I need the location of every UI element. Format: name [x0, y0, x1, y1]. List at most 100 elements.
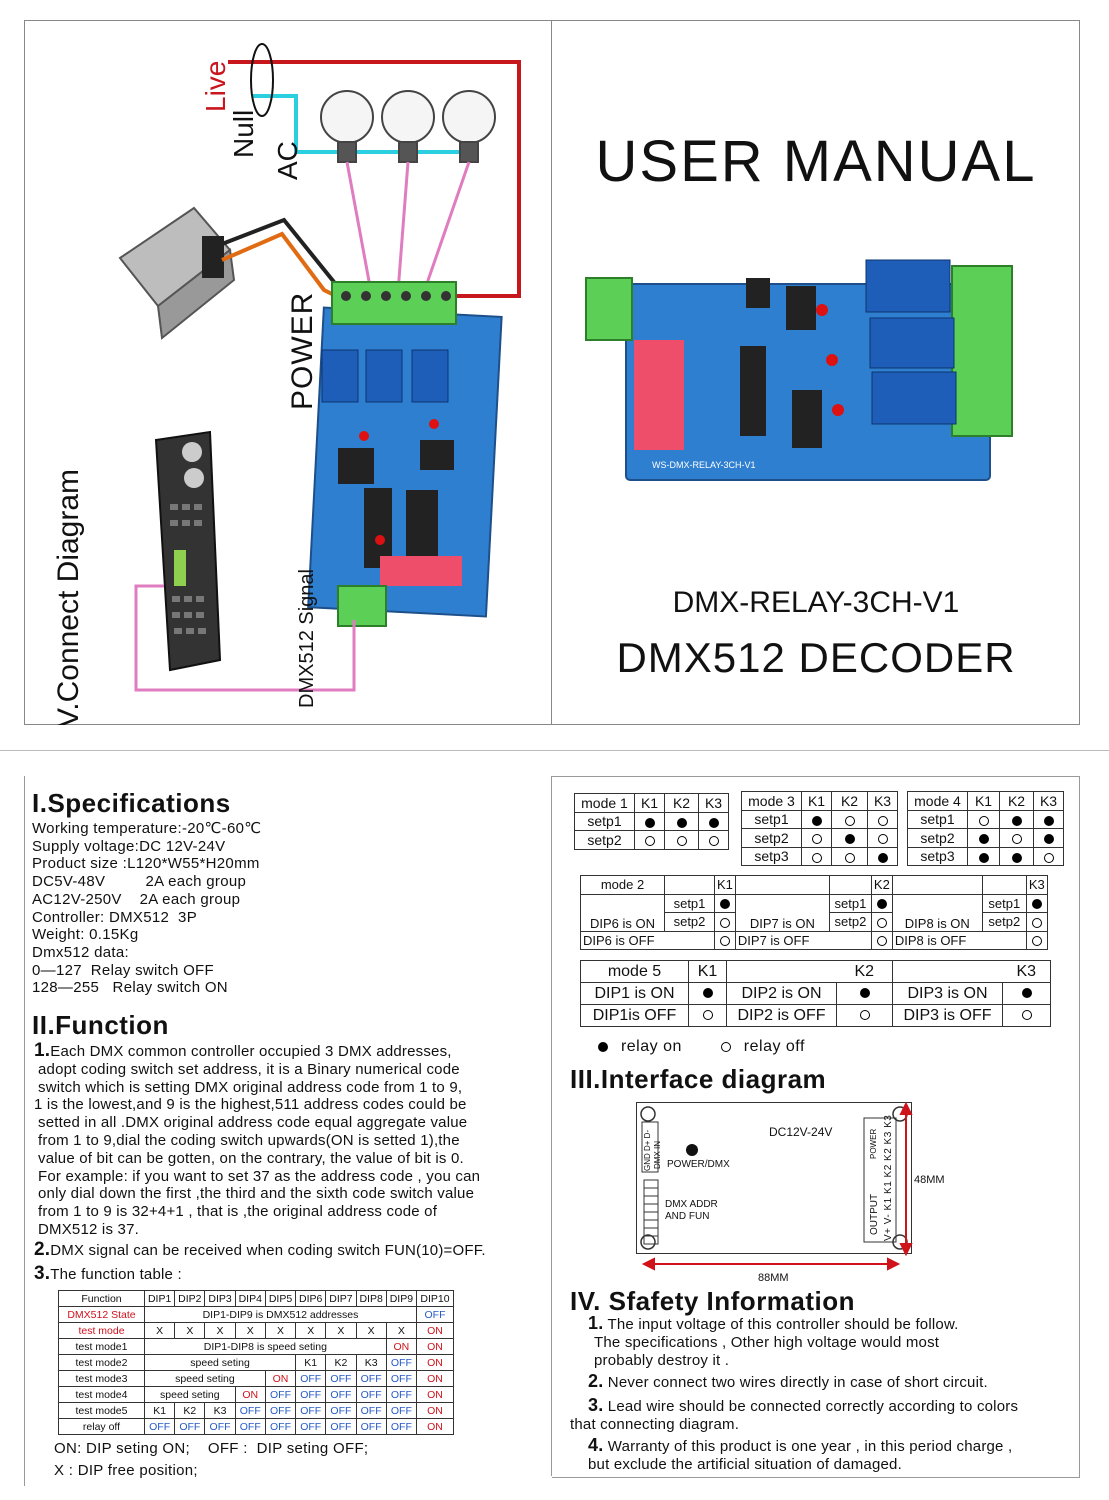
- relay-on-icon: [1031, 899, 1042, 910]
- spec-line: Supply voltage:DC 12V-24V: [32, 837, 226, 855]
- relay-on-icon: [719, 899, 730, 910]
- spec-line: DC5V-48V 2A each group: [32, 873, 247, 891]
- relay-off-icon: [708, 836, 719, 847]
- relay-off-icon: [844, 815, 855, 826]
- relay-off-icon: [978, 815, 989, 826]
- board-silk: WS-DMX-RELAY-3CH-V1: [652, 460, 756, 470]
- relay-off-icon: [719, 917, 730, 928]
- relay-off-icon: [1043, 852, 1054, 863]
- legend-note: ON: DIP seting ON; OFF : DIP seting OFF;: [54, 1440, 369, 1457]
- model-name: DMX-RELAY-3CH-V1: [672, 586, 960, 619]
- top-panel: [24, 20, 1080, 725]
- relay-off-icon: [702, 1010, 713, 1021]
- wiring-illustration: [118, 43, 521, 692]
- cover-panel: USER MANUAL WS-DMX-RELAY-3CH-V1 DMX-RELA…: [552, 20, 1080, 725]
- relay-on-icon: [876, 899, 887, 910]
- specs-function-panel: I.Specifications Working temperature:-20…: [24, 776, 551, 1492]
- ac-label: AC: [272, 141, 303, 180]
- power-supply-icon: [118, 206, 236, 340]
- relay-off-icon: [811, 834, 822, 845]
- dmx-addr-label: DMX ADDR: [665, 1199, 718, 1210]
- safety-item-1: 1. The input voltage of this controller …: [588, 1313, 959, 1369]
- relay-off-icon: [859, 1010, 870, 1021]
- relay-off-icon: [676, 836, 687, 847]
- live-wire: [228, 60, 521, 298]
- product-photo: WS-DMX-RELAY-3CH-V1: [585, 259, 1013, 481]
- relay-off-icon: [720, 1041, 731, 1052]
- function-para-3: 3.The function table :: [34, 1263, 182, 1284]
- function-heading: II.Function: [32, 1010, 169, 1040]
- relay-on-icon: [844, 834, 855, 845]
- dmx-signal-wire: [134, 584, 356, 692]
- terminal-block: [331, 281, 457, 325]
- output-pins-label: V+ V- K1 K1 K2 K2 K3 K3: [883, 1114, 894, 1241]
- relay-off-icon: [877, 815, 888, 826]
- safety-item-2: 2. Never connect two wires directly in c…: [588, 1371, 988, 1391]
- dmx-signal-label: DMX512 Signal: [296, 569, 318, 708]
- supply-voltage-label: DC12V-24V: [769, 1125, 833, 1139]
- relay-off-icon: [844, 852, 855, 863]
- width-dimension: 88MM: [758, 1272, 789, 1284]
- null-wire: [252, 94, 474, 154]
- spec-line: Weight: 0.15Kg: [32, 926, 139, 944]
- relay-on-icon: [644, 817, 655, 828]
- dc-wire-1: [221, 217, 346, 294]
- gnd-pins-label: GND D+ D-: [643, 1129, 652, 1171]
- safety-heading: IV. Sfafety Information: [570, 1286, 856, 1316]
- relay-on-icon: [1011, 815, 1022, 826]
- page-separator: [0, 750, 1109, 751]
- power-label: POWER: [286, 291, 319, 410]
- spec-line: Product size :L120*W55*H20mm: [32, 855, 260, 873]
- power-port-label: POWER: [869, 1128, 878, 1159]
- relay-off-icon: [811, 852, 822, 863]
- safety-item-4: 4. Warranty of this product is one year …: [588, 1435, 1013, 1473]
- function-para-1: 1.Each DMX common controller occupied 3 …: [34, 1040, 481, 1238]
- dc-wire-2: [221, 231, 337, 298]
- relay-off-icon: [1031, 917, 1042, 928]
- null-label: Null: [228, 109, 259, 158]
- relay-on-icon: [1021, 988, 1032, 999]
- relay-off-icon: [1021, 1010, 1032, 1021]
- relay-on-icon: [877, 852, 888, 863]
- load-wires: [345, 161, 471, 293]
- dmx-terminal: [337, 585, 387, 627]
- interface-diagram: DC12V-24V POWER/DMX DMX ADDR AND FUN GND…: [636, 1102, 912, 1254]
- manual-title: USER MANUAL: [595, 129, 1037, 194]
- relay-on-icon: [859, 988, 870, 999]
- relay-on-icon: [676, 817, 687, 828]
- led-icon: [686, 1144, 698, 1156]
- relay-off-icon: [876, 917, 887, 928]
- connect-diagram: V.Connect Diagram POWER DMX512 Signal Li…: [24, 20, 551, 725]
- relay-off-icon: [876, 936, 887, 947]
- relay-on-icon: [702, 988, 713, 999]
- para-number: 1.: [34, 1040, 51, 1061]
- relay-legend: relay on relay off: [598, 1038, 805, 1056]
- relay-on-icon: [1043, 834, 1054, 845]
- spec-line: Dmx512 data:: [32, 943, 129, 961]
- and-fun-label: AND FUN: [665, 1211, 710, 1222]
- product-name: DMX512 DECODER: [616, 634, 1016, 681]
- connect-diagram-title: V.Connect Diagram: [52, 468, 85, 725]
- spec-line: Controller: DMX512 3P: [32, 908, 198, 926]
- spec-line: AC12V-250V 2A each group: [32, 890, 241, 908]
- dmx-controller-icon: [154, 430, 222, 672]
- top-divider: [551, 20, 552, 725]
- live-label: Live: [200, 60, 231, 112]
- spec-line: 0—127 Relay switch OFF: [32, 961, 214, 979]
- relay-on-icon: [978, 834, 989, 845]
- bulb-icon: [320, 90, 496, 163]
- output-port-label: OUTPUT: [869, 1193, 880, 1235]
- height-dimension: 48MM: [914, 1174, 945, 1186]
- relay-off-icon: [1031, 936, 1042, 947]
